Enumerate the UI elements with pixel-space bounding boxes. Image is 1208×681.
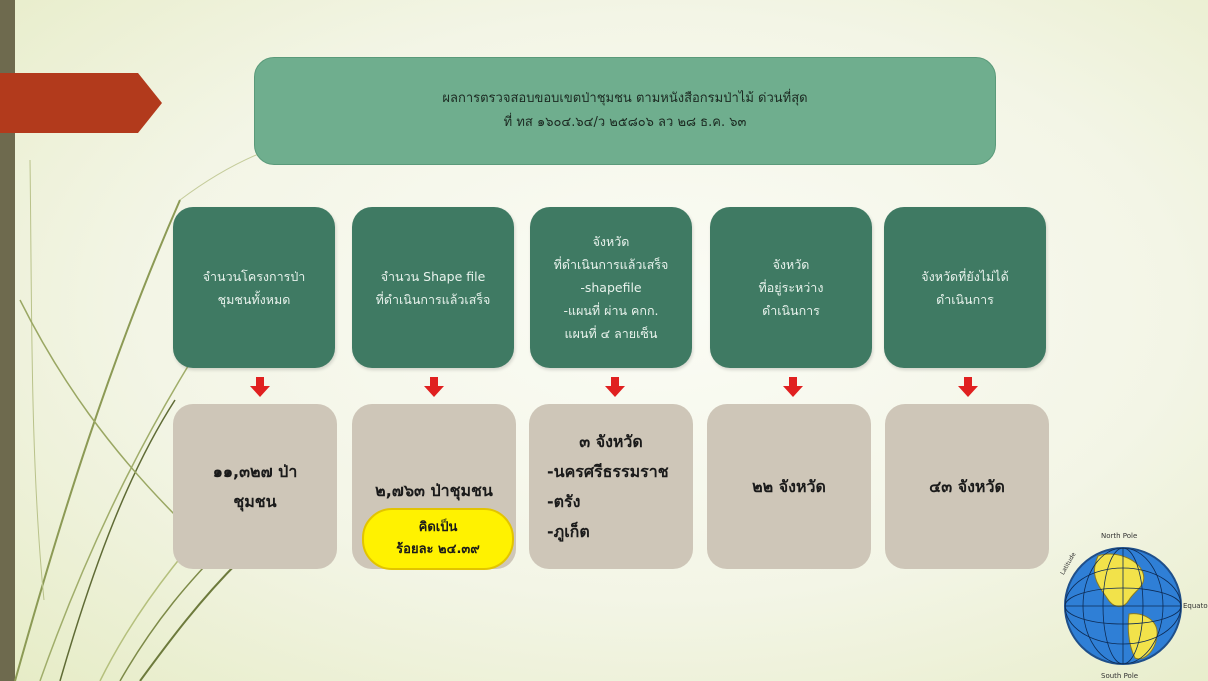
down-arrow-icon	[424, 377, 444, 397]
result-box-provinces-done: ๓ จังหวัด -นครศรีธรรมราช -ตรัง -ภูเก็ต	[529, 404, 693, 569]
category-text: จังหวัด	[772, 257, 810, 272]
globe-north-label: North Pole	[1101, 532, 1137, 540]
down-arrow-icon	[958, 377, 978, 397]
category-text: ดำเนินการ	[762, 303, 820, 318]
result-box-total-projects: ๑๑,๓๒๗ ป่า ชุมชน	[173, 404, 337, 569]
down-arrow-icon	[250, 377, 270, 397]
category-box-shapefile-done: จำนวน Shape file ที่ดำเนินการแล้วเสร็จ	[352, 207, 514, 368]
globe-equator-label: Equator	[1183, 602, 1208, 610]
result-text: ๒๒ จังหวัด	[752, 476, 826, 496]
result-text: ๑๑,๓๒๗ ป่า	[212, 461, 298, 481]
category-text: จำนวน Shape file	[380, 268, 486, 284]
header-line-2: ที่ ทส ๑๖๐๔.๖๔/ว ๒๕๘๐๖ ลว ๒๘ ธ.ค. ๖๓	[503, 115, 747, 130]
left-side-bar	[0, 0, 15, 681]
category-text: ที่อยู่ระหว่าง	[758, 280, 824, 295]
header-box: ผลการตรวจสอบขอบเขตป่าชุมชน ตามหนังสือกรม…	[254, 57, 996, 165]
result-text: -ตรัง	[547, 491, 581, 511]
category-text: -แผนที่ ผ่าน คกก.	[563, 303, 659, 318]
category-text: -shapefile	[580, 280, 642, 295]
globe-icon: North Pole South Pole Equator Latitude	[1059, 532, 1208, 680]
category-box-provinces-not-started: จังหวัดที่ยังไม่ได้ ดำเนินการ	[884, 207, 1046, 368]
result-box-provinces-not-started: ๔๓ จังหวัด	[885, 404, 1049, 569]
category-box-provinces-done: จังหวัด ที่ดำเนินการแล้วเสร็จ -shapefile…	[530, 207, 692, 368]
category-text: จำนวนโครงการป่า	[202, 268, 306, 284]
result-box-provinces-in-progress: ๒๒ จังหวัด	[707, 404, 871, 569]
category-box-total-projects: จำนวนโครงการป่า ชุมชนทั้งหมด	[173, 207, 335, 368]
result-text: ๒,๗๖๓ ป่าชุมชน	[375, 481, 493, 500]
result-text: ๓ จังหวัด	[579, 431, 643, 451]
category-text: ที่ดำเนินการแล้วเสร็จ	[375, 291, 491, 307]
percent-line-1: คิดเป็น	[418, 520, 458, 535]
category-text: ดำเนินการ	[936, 291, 994, 307]
category-text: จังหวัดที่ยังไม่ได้	[921, 268, 1009, 284]
down-arrow-icon	[605, 377, 625, 397]
result-text: ชุมชน	[233, 491, 277, 511]
percent-line-2: ร้อยละ ๒๔.๓๙	[396, 542, 480, 557]
category-text: ที่ดำเนินการแล้วเสร็จ	[553, 257, 669, 272]
result-text: -ภูเก็ต	[547, 521, 590, 541]
result-text: -นครศรีธรรมราช	[547, 461, 669, 481]
down-arrow-icon	[783, 377, 803, 397]
category-text: ชุมชนทั้งหมด	[217, 291, 291, 307]
result-text: ๔๓ จังหวัด	[929, 476, 1005, 496]
category-text: แผนที่ ๔ ลายเซ็น	[564, 326, 658, 341]
percent-highlight: คิดเป็น ร้อยละ ๒๔.๓๙	[362, 508, 514, 570]
header-line-1: ผลการตรวจสอบขอบเขตป่าชุมชน ตามหนังสือกรม…	[442, 91, 808, 106]
category-box-provinces-in-progress: จังหวัด ที่อยู่ระหว่าง ดำเนินการ	[710, 207, 872, 368]
globe-south-label: South Pole	[1101, 672, 1138, 680]
category-text: จังหวัด	[592, 234, 630, 249]
red-arrow-tag	[0, 73, 162, 133]
